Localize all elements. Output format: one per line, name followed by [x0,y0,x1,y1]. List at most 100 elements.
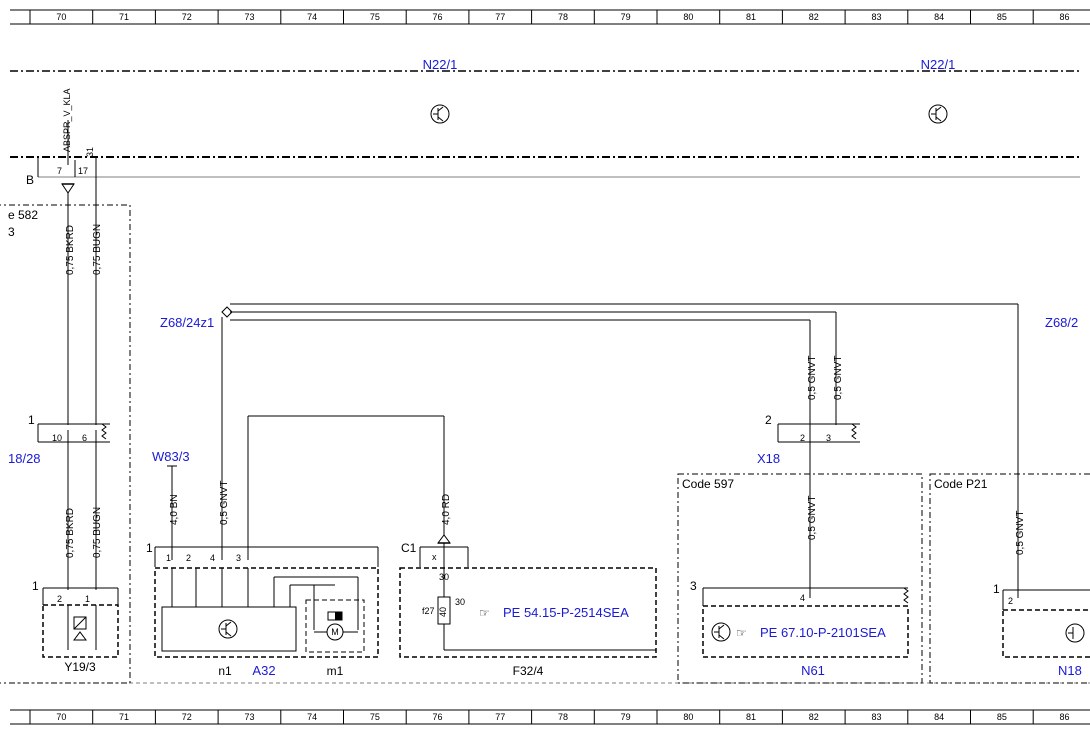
pin-1-left: 1 [28,413,35,427]
wire-bkrd-top: 0,75 BKRD [65,225,76,275]
svg-text:M: M [331,627,339,637]
y19-label: Y19/3 [64,660,96,674]
b-label: B [26,173,34,187]
code597-box [677,473,923,684]
x18-label[interactable]: X18 [757,451,780,466]
transistor-icon [928,104,948,124]
ruler-number: 71 [119,12,129,22]
c1-label: C1 [401,541,417,555]
ruler-number: 82 [809,12,819,22]
a32-label[interactable]: A32 [252,663,275,678]
connector-18-28-label[interactable]: 18/28 [8,451,41,466]
ruler-number: 72 [182,712,192,722]
ruler-number: 83 [871,712,881,722]
pin-1b-a32: 1 [166,553,171,563]
pin-3-a32: 3 [236,553,241,563]
n1-label: n1 [218,664,232,678]
ruler-number: 70 [56,12,66,22]
transistor-icon [430,104,450,124]
wire-bn: 4,0 BN [169,494,180,525]
ruler-number: 86 [1060,12,1070,22]
ruler-number: 76 [433,712,443,722]
ruler-number: 81 [746,712,756,722]
n18-box [1002,609,1090,658]
pe-f32-link[interactable]: PE 54.15-P-2514SEA [503,605,629,620]
pin-4-a32: 4 [210,553,215,563]
ruler-number: 78 [558,12,568,22]
wire-gnvt-a32: 0,5 GNVT [219,481,230,525]
pin-17: 17 [78,166,88,176]
ruler-number: 84 [934,712,944,722]
pin-2-x18: 2 [765,413,772,427]
ruler-number: 71 [119,712,129,722]
pin-1b-y19: 1 [85,594,90,604]
pin-f27: f27 [422,606,435,616]
transistor-icon [711,622,731,642]
a32-box [154,567,379,658]
codep21-box [929,473,1090,684]
ruler-number: 74 [307,712,317,722]
pin-3-x18: 3 [826,433,831,443]
pin-x: x [432,552,437,562]
pin-7: 7 [57,166,62,176]
m1-label: m1 [327,664,344,678]
z68-right-label[interactable]: Z68/2 [1045,315,1078,330]
m1-block [305,599,365,653]
ruler-number: 82 [809,712,819,722]
ruler-number: 78 [558,712,568,722]
code582-box [0,204,131,684]
ruler-number: 80 [683,712,693,722]
code582-label: e 582 [8,208,38,222]
wire-gnvt-n18: 0,5 GNVT [1015,511,1026,555]
ruler-number: 84 [934,12,944,22]
wire-bkrd-bot: 0,75 BKRD [65,508,76,558]
ruler-number: 70 [56,712,66,722]
pin-3-n61: 3 [690,579,697,593]
transistor-icon [1065,623,1085,643]
ruler-number: 75 [370,712,380,722]
ruler-number: 73 [244,12,254,22]
pin-10: 10 [52,433,62,443]
w83-label[interactable]: W83/3 [152,449,190,464]
f32-label: F32/4 [513,664,544,678]
f32-box [399,567,657,658]
ruler-number: 80 [683,12,693,22]
transistor-icon [218,619,238,639]
ruler-number: 76 [433,12,443,22]
pin-30a: 30 [439,572,449,582]
motor-icon: M [314,611,358,641]
valve-icon [67,605,97,650]
pin-31: 31 [85,147,95,157]
pin-2-y19: 2 [57,594,62,604]
wire-bugn-top: 0,75 BUGN [92,224,103,275]
pin-4-n61: 4 [800,593,805,603]
pe-n61-link[interactable]: PE 67.10-P-2101SEA [760,625,886,640]
ruler-number: 81 [746,12,756,22]
ruler-number: 72 [182,12,192,22]
fuse-icon [437,596,451,625]
wire-gnvt-x18a: 0,5 GNVT [807,356,818,400]
n61-label[interactable]: N61 [801,663,825,678]
wire-gnvt-n61: 0,5 GNVT [807,496,818,540]
pin-40: 40 [438,607,448,617]
n22-right-label[interactable]: N22/1 [921,57,956,72]
pin-1-a32: 1 [146,541,153,555]
pin-1-y19: 1 [32,579,39,593]
n1-block [161,606,297,652]
z68-left-label[interactable]: Z68/24z1 [160,315,214,330]
n22-left-label[interactable]: N22/1 [423,57,458,72]
pointer-icon: ☞ [479,606,490,620]
pin-6: 6 [82,433,87,443]
pin-1-n18: 1 [993,582,1000,596]
ruler-number: 86 [1060,712,1070,722]
n18-label[interactable]: N18 [1058,663,1082,678]
pin-2-a32: 2 [186,553,191,563]
ruler-number: 75 [370,12,380,22]
absp-label: ABSPR_V_KLA [62,88,72,152]
ruler-number: 77 [495,712,505,722]
wire-gnvt-x18b: 0,5 GNVT [833,356,844,400]
wire-rd: 4,0 RD [441,494,452,525]
ruler-number: 73 [244,712,254,722]
